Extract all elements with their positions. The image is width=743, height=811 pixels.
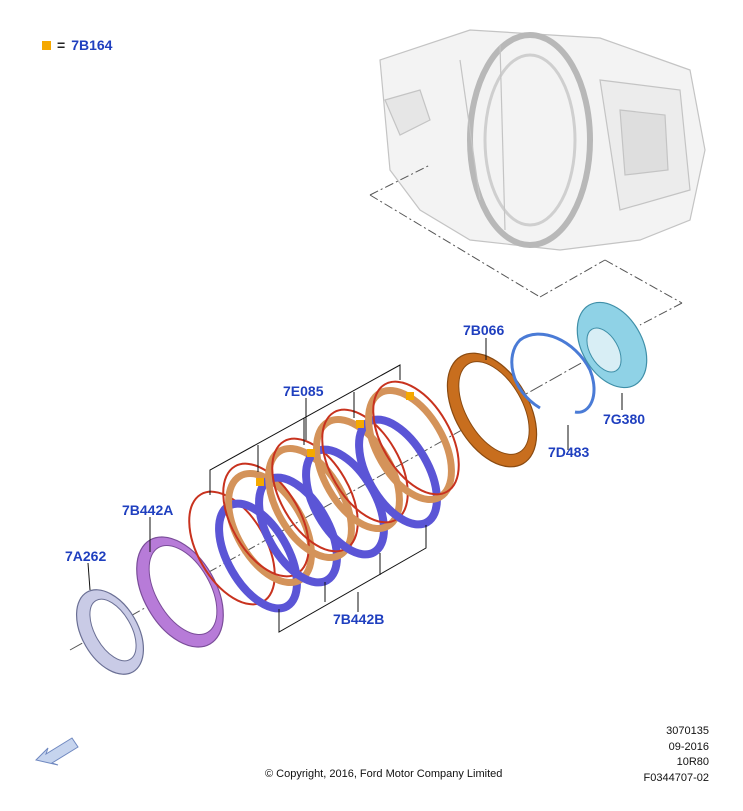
label-7B442B: 7B442B: [333, 611, 385, 627]
center-axis: [69, 329, 641, 651]
reference-block: 3070135 09-2016 10R80 F0344707-02: [644, 724, 709, 786]
part-7G380: [576, 301, 648, 389]
marker-7B164-3: [356, 420, 364, 428]
label-7B442A: 7B442A: [122, 502, 174, 518]
copyright-text: © Copyright, 2016, Ford Motor Company Li…: [265, 768, 503, 780]
label-7B066: 7B066: [463, 322, 505, 338]
label-7D483: 7D483: [548, 444, 590, 460]
part-7D483: [510, 332, 596, 414]
ref-line-4: F0344707-02: [643, 771, 709, 784]
legend-equals: =: [57, 37, 66, 53]
nav-arrow-icon[interactable]: [35, 737, 79, 766]
ref-line-2: 09-2016: [668, 740, 709, 753]
label-7A262: 7A262: [65, 548, 107, 564]
marker-squares: [256, 392, 414, 486]
part-7B066: [446, 352, 538, 468]
part-7A262: [75, 589, 145, 675]
leader-lines: [87, 338, 623, 633]
transmission-housing: [379, 29, 706, 251]
marker-7B164-2: [307, 449, 315, 457]
marker-7B164-1: [256, 478, 264, 486]
ref-line-3: 10R80: [676, 756, 709, 768]
legend: = 7B164: [42, 37, 112, 53]
clutch-pack: [188, 380, 460, 613]
ref-line-1: 3070135: [666, 725, 709, 737]
marker-7B164-4: [406, 392, 414, 400]
housing-leader: [369, 164, 683, 326]
label-7E085: 7E085: [283, 383, 324, 399]
legend-part-number: 7B164: [71, 37, 113, 53]
legend-square-icon: [42, 40, 51, 50]
label-7G380: 7G380: [603, 411, 646, 427]
